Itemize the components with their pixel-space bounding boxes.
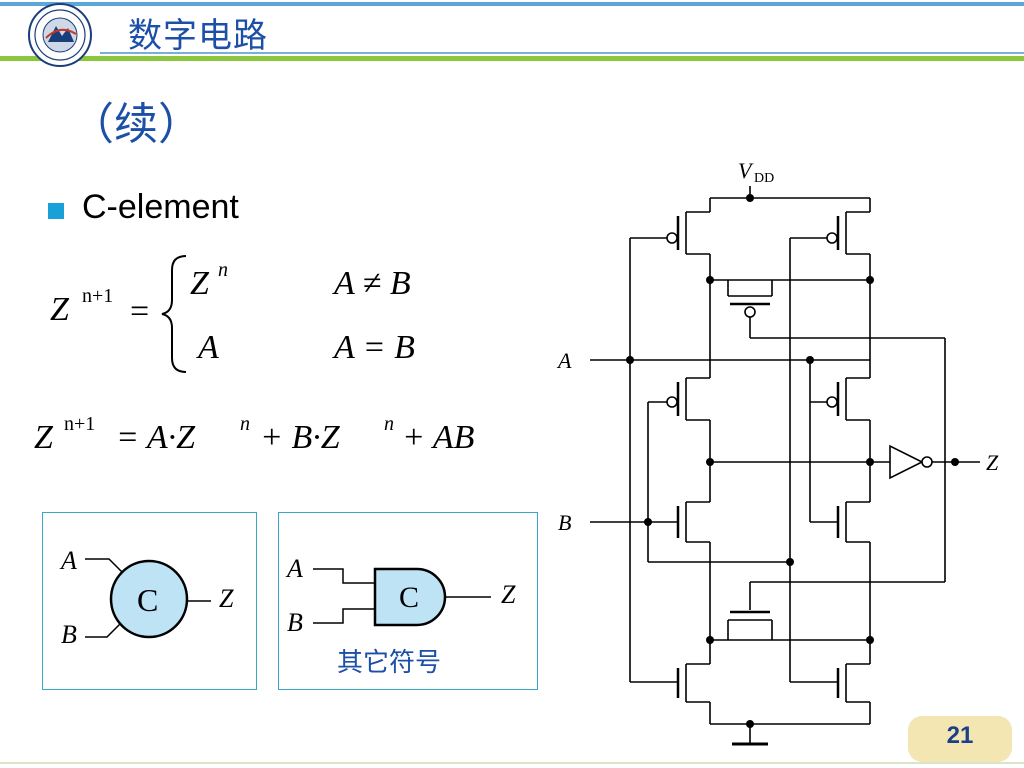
- eq-lhs-sup: n+1: [82, 285, 113, 307]
- eq2-term1-sup: n: [240, 413, 250, 435]
- circuit-vdd-sub: DD: [754, 171, 774, 186]
- course-title: 数字电路: [128, 16, 268, 56]
- symbol1-circle: [109, 559, 189, 639]
- eq2-term3: + AB: [402, 419, 475, 456]
- eq2-lhs: Z: [34, 419, 54, 456]
- circuit-input-a: A: [556, 348, 572, 373]
- eq2-term2: + B·Z: [260, 419, 341, 456]
- page-number: 21: [946, 722, 974, 749]
- slide-subtitle: （续）: [70, 99, 202, 150]
- symbol2-output: Z: [501, 580, 516, 609]
- footer-line: [0, 762, 1024, 764]
- header-green-line: [0, 56, 1024, 61]
- eq-equals: =: [130, 293, 149, 330]
- symbol2-gate: [373, 567, 447, 627]
- symbol2-label: C: [399, 581, 419, 614]
- symbol2-caption: 其它符号: [337, 648, 441, 678]
- eq-lhs: Z: [50, 291, 70, 328]
- symbol1-label: C: [137, 582, 158, 618]
- symbol2-input-a: A: [285, 554, 303, 583]
- eq-case1-cond: A ≠ B: [332, 265, 411, 302]
- eq2-lhs-sup: n+1: [64, 413, 95, 435]
- symbol1-input-b: B: [61, 620, 77, 649]
- eq2-term1: = A·Z: [116, 419, 196, 456]
- circuit-input-b: B: [558, 510, 571, 535]
- equation-block: Z n+1 = Z n A ≠ B A A = B Z n+1 = A·Z n …: [34, 255, 475, 456]
- symbol1-input-a: A: [59, 546, 77, 575]
- symbol-box-circle: A B Z C: [42, 512, 257, 690]
- c-element-gate-symbol: A B Z C 其它符号: [285, 554, 516, 678]
- symbol1-output: Z: [219, 584, 234, 613]
- eq-case1-value: Z: [190, 265, 210, 302]
- header-blue-line: [100, 52, 1024, 54]
- eq-case1-sup: n: [218, 259, 228, 281]
- eq2-term2-sup: n: [384, 413, 394, 435]
- page-number-badge: [908, 716, 1012, 762]
- bullet-marker: [48, 203, 64, 219]
- symbol-box-gate: A B Z C 其它符号: [278, 512, 538, 690]
- c-element-circuit: V DD A B Z: [556, 158, 999, 746]
- eq-case2-cond: A = B: [332, 329, 415, 366]
- eq-brace: [161, 255, 187, 373]
- header-bar: [0, 0, 1024, 61]
- c-element-circle-symbol: A B Z C: [59, 546, 234, 649]
- circuit-output: Z: [986, 450, 999, 475]
- eq-case2-value: A: [196, 329, 219, 366]
- circuit-vdd-label: V: [738, 158, 754, 183]
- header-top-stripe: [0, 2, 1024, 6]
- bullet-text: C-element: [82, 188, 239, 226]
- university-seal-icon: [28, 3, 92, 67]
- symbol2-input-b: B: [287, 608, 303, 637]
